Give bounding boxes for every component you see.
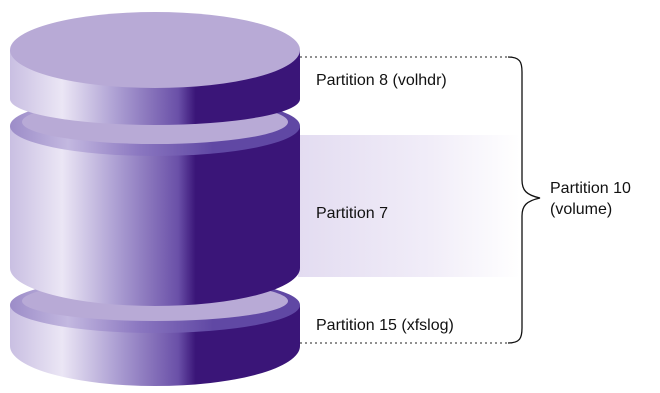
partition-10-label: Partition 10 xyxy=(550,180,631,197)
partition-10-sublabel: (volume) xyxy=(550,201,612,218)
partition-7-disk xyxy=(10,96,300,306)
partition-8-disk xyxy=(10,12,300,125)
partition-15-label: Partition 15 (xfslog) xyxy=(316,317,454,334)
partition-8-label: Partition 8 (volhdr) xyxy=(316,72,447,89)
partition-7-label: Partition 7 xyxy=(316,205,388,222)
partition-7-band xyxy=(298,135,520,277)
volume-brace xyxy=(507,56,541,344)
